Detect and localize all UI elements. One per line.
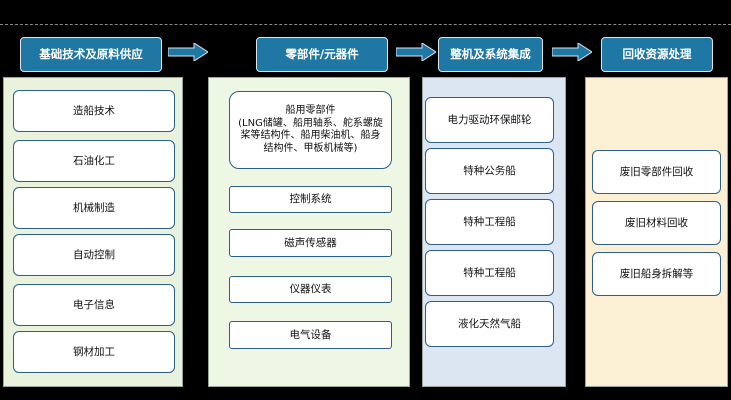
header-recycling: 回收资源处理 <box>601 37 713 72</box>
top-dashed-border <box>0 24 731 25</box>
item-electrical-equipment: 电气设备 <box>229 321 392 349</box>
item-materials-recycling: 废旧材料回收 <box>592 201 721 245</box>
item-marine-parts: 船用零部件 (LNG储罐、船用轴系、舵系螺旋桨等结构件、船用柴油机、船身结构件、… <box>229 91 392 169</box>
flow-arrow-icon <box>396 43 436 61</box>
item-electronics: 电子信息 <box>13 284 175 326</box>
item-petrochemical: 石油化工 <box>13 140 175 182</box>
item-acoustic-sensor: 磁声传感器 <box>229 229 392 257</box>
header-basic-tech: 基础技术及原料供应 <box>20 37 162 72</box>
header-integration: 整机及系统集成 <box>438 37 543 72</box>
flow-arrow-icon <box>552 43 592 61</box>
item-steel-processing: 钢材加工 <box>13 331 175 373</box>
item-engineering-vessel-1: 特种工程船 <box>425 199 554 245</box>
item-official-vessel: 特种公务船 <box>425 148 554 194</box>
item-control-system: 控制系统 <box>229 186 392 213</box>
item-engineering-vessel-2: 特种工程船 <box>425 250 554 296</box>
item-parts-recycling: 废旧零部件回收 <box>592 150 721 194</box>
item-lng-carrier: 液化天然气船 <box>425 301 554 347</box>
item-shipbuilding-tech: 造船技术 <box>13 90 175 132</box>
item-machinery: 机械制造 <box>13 187 175 229</box>
item-hull-dismantling: 废旧船身拆解等 <box>592 252 721 296</box>
header-components: 零部件/元器件 <box>256 37 388 72</box>
item-automation: 自动控制 <box>13 234 175 276</box>
item-electric-cruise: 电力驱动环保邮轮 <box>425 97 554 143</box>
item-instruments: 仪器仪表 <box>229 276 392 303</box>
flow-arrow-icon <box>168 43 208 61</box>
